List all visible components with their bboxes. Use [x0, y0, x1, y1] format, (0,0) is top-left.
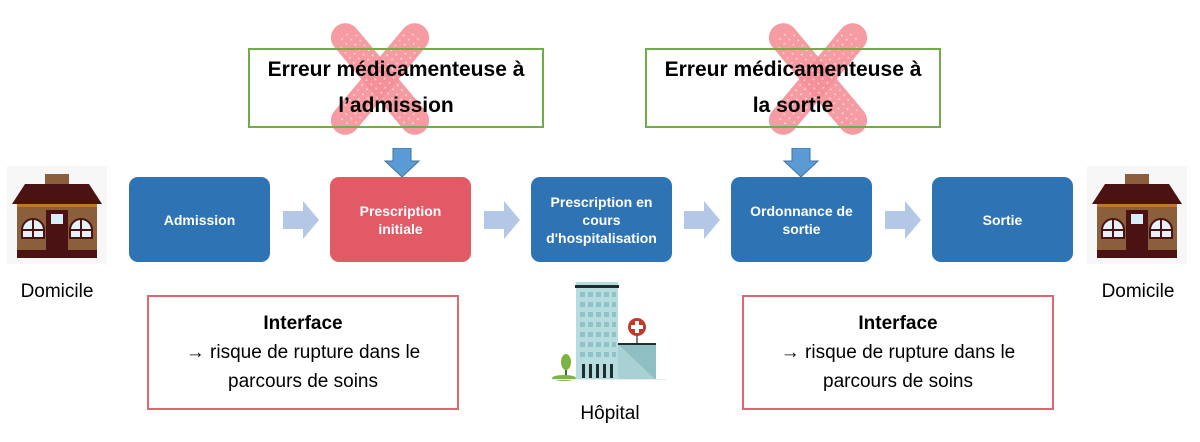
place-label-home-left: Domicile [20, 281, 94, 302]
down-arrow-icon [384, 148, 420, 178]
step-label: Sortie [982, 211, 1023, 228]
step-discharge: Sortie [932, 177, 1073, 262]
error-text-line2: la sortie [752, 94, 834, 117]
right-arrow-icon [484, 201, 520, 239]
step-label-line3: d'hospitalisation [546, 229, 657, 246]
hospital-icon [552, 282, 666, 381]
interface-text-line1: → risque de rupture dans le [185, 342, 421, 363]
right-arrow-icon [283, 201, 319, 239]
step-label-line1: Ordonnance de [750, 202, 853, 219]
error-box-discharge: Erreur médicamenteuse à la sortie [645, 48, 941, 128]
down-arrow-icon [783, 148, 819, 178]
interface-box-admission: Interface → risque de rupture dans le pa… [147, 295, 459, 410]
error-text-line1: Erreur médicamenteuse à [664, 58, 922, 81]
error-box-admission: Erreur médicamenteuse à l’admission [248, 48, 544, 128]
step-label-line2: sortie [782, 220, 821, 237]
interface-text-line2: parcours de soins [823, 371, 973, 392]
interface-text-line1: → risque de rupture dans le [780, 342, 1016, 363]
place-label-home-right: Domicile [1101, 281, 1175, 302]
right-arrow-icon [885, 201, 921, 239]
step-label-line2: initiale [378, 220, 423, 237]
step-hospital-prescription: Prescription en cours d'hospitalisation [531, 177, 672, 262]
step-label-line1: Prescription [359, 202, 442, 219]
house-icon [1087, 166, 1187, 264]
step-label-line2: cours [582, 211, 621, 228]
step-initial-prescription: Prescription initiale [330, 177, 471, 262]
interface-text-line2: parcours de soins [228, 371, 378, 392]
interface-title: Interface [263, 313, 343, 334]
error-text-line1: Erreur médicamenteuse à [267, 58, 525, 81]
step-label-line1: Prescription en [550, 193, 653, 210]
interface-title: Interface [858, 313, 938, 334]
house-icon [7, 166, 107, 264]
place-label-hospital: Hôpital [580, 403, 640, 424]
error-text-line2: l’admission [338, 94, 454, 117]
step-admission: Admission [129, 177, 270, 262]
interface-box-discharge: Interface → risque de rupture dans le pa… [742, 295, 1054, 410]
step-label: Admission [163, 211, 236, 228]
right-arrow-icon [684, 201, 720, 239]
step-discharge-prescription: Ordonnance de sortie [731, 177, 872, 262]
